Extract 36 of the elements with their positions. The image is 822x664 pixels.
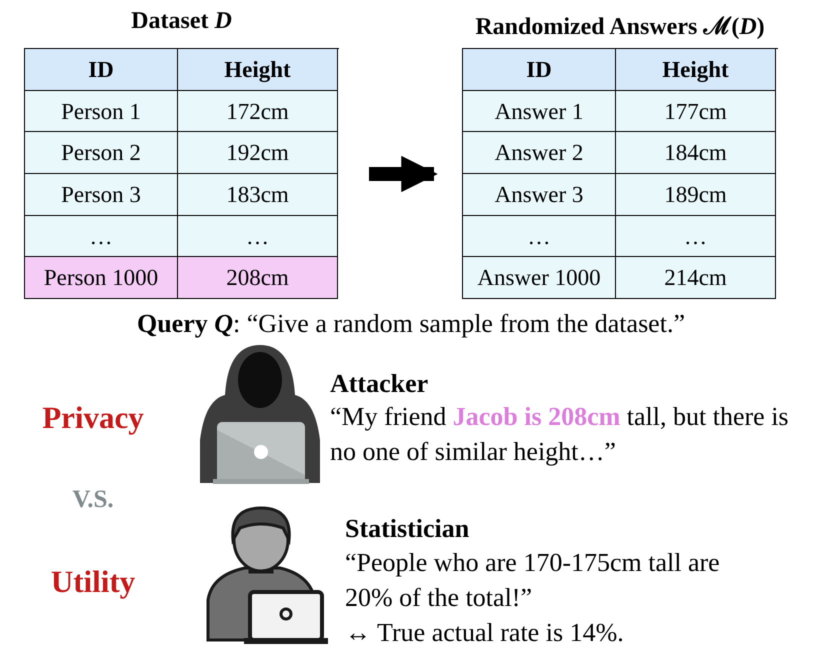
table-cell: 208cm (178, 257, 338, 300)
table-cell: 184cm (616, 132, 776, 174)
privacy-label: Privacy (41, 399, 145, 437)
table-cell: 192cm (178, 132, 338, 174)
table-cell: 183cm (178, 174, 338, 216)
header-cell: ID (463, 49, 616, 91)
table-cell: 172cm (178, 90, 338, 132)
statistician-heading: Statistician (345, 513, 470, 545)
table-cell: 189cm (616, 174, 776, 216)
table-cell: Answer 1000 (463, 257, 616, 300)
table-cell: Person 3 (25, 174, 178, 216)
header-cell: Height (616, 49, 776, 91)
table-cell: … (463, 216, 616, 258)
table-cell: 214cm (616, 257, 776, 300)
table-cell: Answer 1 (463, 90, 616, 132)
table-title: Randomized Answers ℳ(D) (474, 13, 766, 41)
query-text: Query Q: “Give a random sample from the dataset.” (136, 308, 686, 340)
versus-label: V.S. (71, 485, 115, 515)
table-cell: Person 2 (25, 132, 178, 174)
table-cell: Person 1000 (25, 257, 178, 300)
header-cell: Height (178, 49, 338, 91)
arrow (369, 156, 438, 192)
utility-label: Utility (50, 563, 136, 601)
table-cell: … (178, 216, 338, 258)
table-cell: … (25, 216, 178, 258)
table-cell: … (616, 216, 776, 258)
statistician-quote: “People who are 170-175cm tall are 20% of the total!” (345, 547, 721, 614)
table-cell: Answer 2 (463, 132, 616, 174)
header-cell: ID (25, 49, 178, 91)
table-cell: 177cm (616, 90, 776, 132)
comparison-note: ↔ True actual rate is 14%. (345, 617, 625, 649)
table-cell: Person 1 (25, 90, 178, 132)
attacker-heading: Attacker (330, 368, 430, 400)
attacker-quote: “My friend Jacob is 208cm tall, but there is no one of similar height…” (330, 401, 790, 468)
table-title: Dataset D (130, 8, 233, 35)
table-cell: Answer 3 (463, 174, 616, 216)
